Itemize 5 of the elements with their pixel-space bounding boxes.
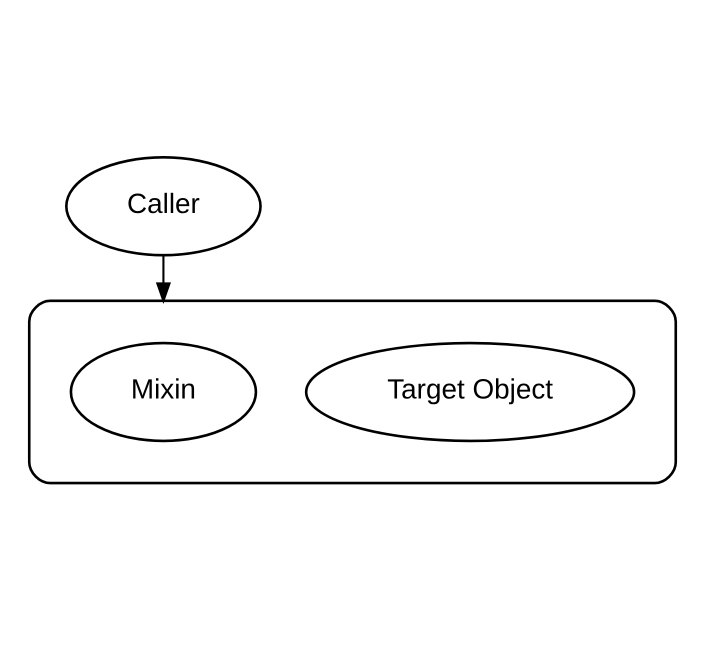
arrow bbox=[156, 256, 171, 304]
node-ellipse: Mixin bbox=[70, 342, 258, 442]
node-ellipse: Caller bbox=[65, 156, 262, 256]
node-ellipse: Target Object bbox=[304, 342, 636, 442]
cluster bbox=[28, 300, 678, 484]
